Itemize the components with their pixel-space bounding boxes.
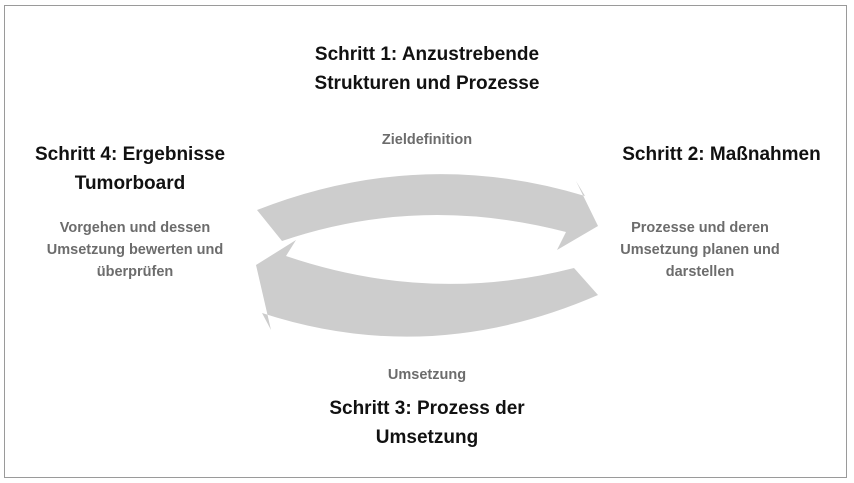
step4-title-line2: Tumorboard [74, 173, 186, 194]
step1-title-line2: Strukturen und Prozesse [314, 73, 540, 94]
step2-description: Prozesse und deren Umsetzung planen und … [600, 217, 800, 283]
step2-desc-line1: Prozesse und deren [631, 220, 769, 236]
step1-title: Schritt 1: Anzustrebende Strukturen und … [277, 40, 577, 98]
step4-desc-line2: Umsetzung bewerten und [46, 242, 224, 258]
step1-title-line1: Schritt 1: Anzustrebende [314, 44, 540, 65]
arrow-bottom [256, 240, 598, 337]
step4-desc-line1: Vorgehen und dessen [59, 220, 211, 236]
step2-title: Schritt 2: Maßnahmen [622, 144, 821, 165]
step3-title: Schritt 3: Prozess der Umsetzung [277, 394, 577, 452]
step4-desc-line3: überprüfen [96, 264, 174, 280]
arrow-top [257, 174, 598, 250]
step1-label: Zieldefinition [381, 132, 473, 148]
step4-title-line1: Schritt 4: Ergebnisse [34, 144, 226, 165]
step2-desc-line2: Umsetzung planen und [620, 242, 780, 258]
diagram-frame [4, 5, 847, 478]
step3-label: Umsetzung [387, 367, 467, 383]
step4-description: Vorgehen und dessen Umsetzung bewerten u… [20, 217, 250, 283]
step2-desc-line3: darstellen [665, 264, 735, 280]
step4-title: Schritt 4: Ergebnisse Tumorboard [20, 140, 240, 198]
step3-title-line1: Schritt 3: Prozess der [329, 398, 525, 419]
step3-title-line2: Umsetzung [375, 427, 479, 448]
